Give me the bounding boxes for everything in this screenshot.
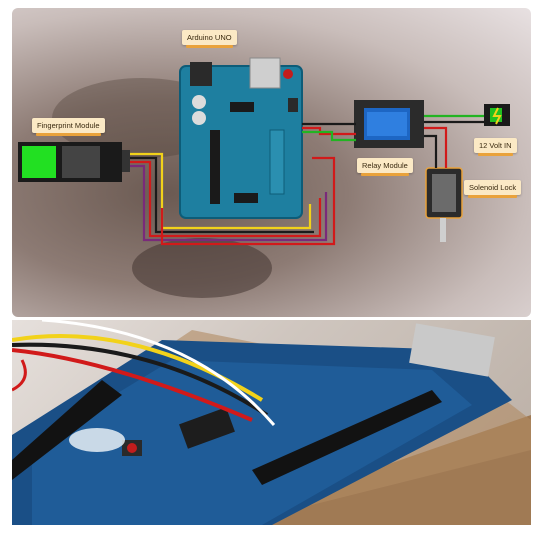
photo-panel — [12, 320, 531, 525]
power-jack — [484, 104, 510, 126]
label-solenoid: Solenoid Lock — [464, 180, 522, 198]
wiring-diagram-panel: Arduino UNO Fingerprint Module Relay Mod… — [12, 8, 531, 317]
label-arduino: Arduino UNO — [182, 30, 237, 48]
label-relay: Relay Module — [357, 158, 413, 176]
arduino-board — [179, 57, 303, 219]
fingerprint-module — [18, 142, 130, 182]
arduino-photo — [12, 320, 531, 525]
relay-module — [354, 100, 424, 148]
wires — [130, 114, 484, 246]
wiring-diagram — [18, 57, 510, 298]
label-power: 12 Volt IN — [474, 138, 517, 156]
label-fingerprint: Fingerprint Module — [32, 118, 105, 136]
solenoid-lock — [425, 167, 463, 242]
